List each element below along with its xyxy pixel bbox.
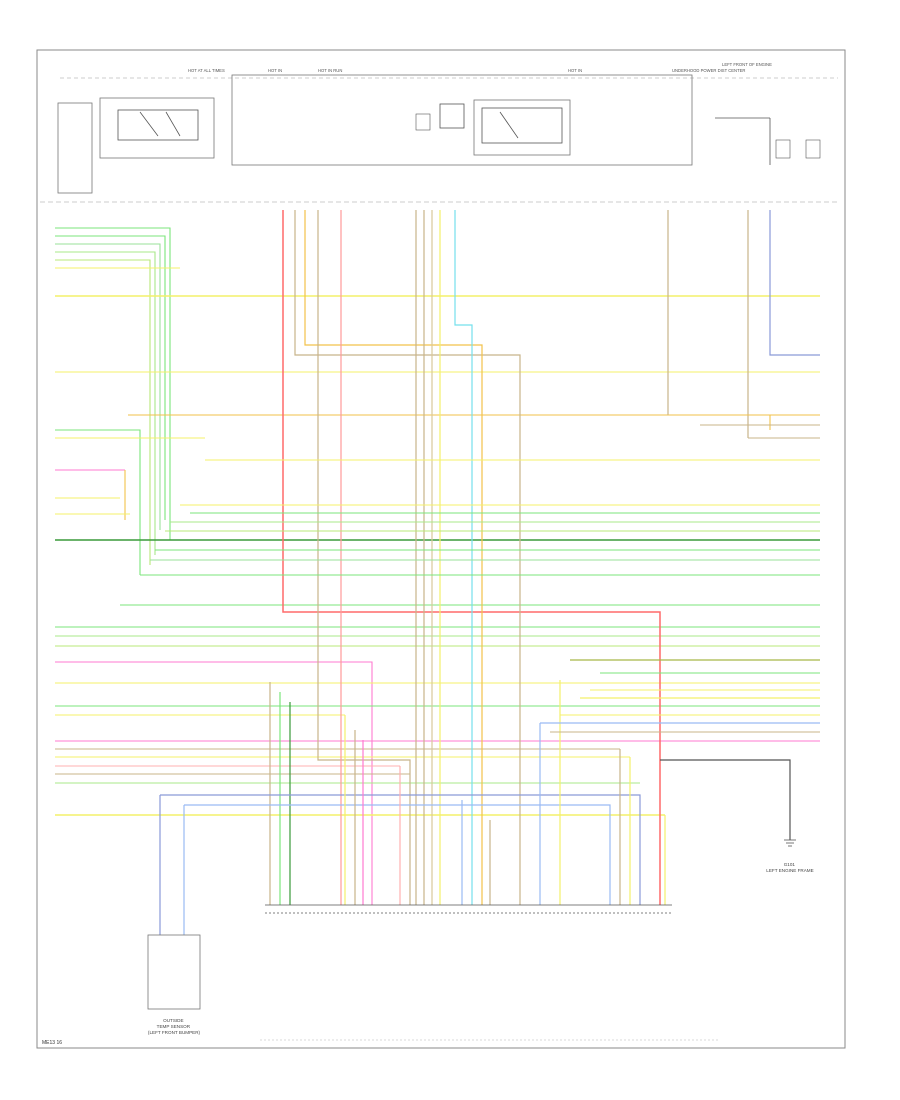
svg-text:HOT IN: HOT IN (568, 68, 582, 73)
fuse-block-right (715, 117, 821, 165)
right-side-wires (140, 414, 820, 733)
module-connector (265, 904, 672, 914)
svg-text:HOT IN RUN: HOT IN RUN (318, 68, 342, 73)
relay-module-center (231, 74, 693, 166)
diagram-border (36, 49, 846, 1049)
relay-module-left (57, 97, 215, 194)
svg-text:UNDERHOOD POWER DIST CENTER: UNDERHOOD POWER DIST CENTER (672, 68, 745, 73)
page-code: ME13 16 (42, 1040, 62, 1046)
svg-text:HOT IN: HOT IN (268, 68, 282, 73)
sensor-box (147, 934, 201, 1010)
sensor-label: OUTSIDE TEMP SENSOR (LEFT FRONT BUMPER) (148, 1018, 201, 1035)
input-wire-harness (55, 227, 820, 905)
header-texts: HOT AT ALL TIMES HOT IN HOT IN RUN HOT I… (188, 62, 772, 73)
ground-symbol (784, 839, 796, 847)
svg-text:LEFT FRONT OF ENGINE: LEFT FRONT OF ENGINE (722, 62, 772, 67)
ground-label: G101 LEFT ENGINE FRAME (766, 862, 813, 873)
vertical-wire-bundle (159, 210, 820, 935)
svg-text:HOT AT ALL TIMES: HOT AT ALL TIMES (188, 68, 225, 73)
